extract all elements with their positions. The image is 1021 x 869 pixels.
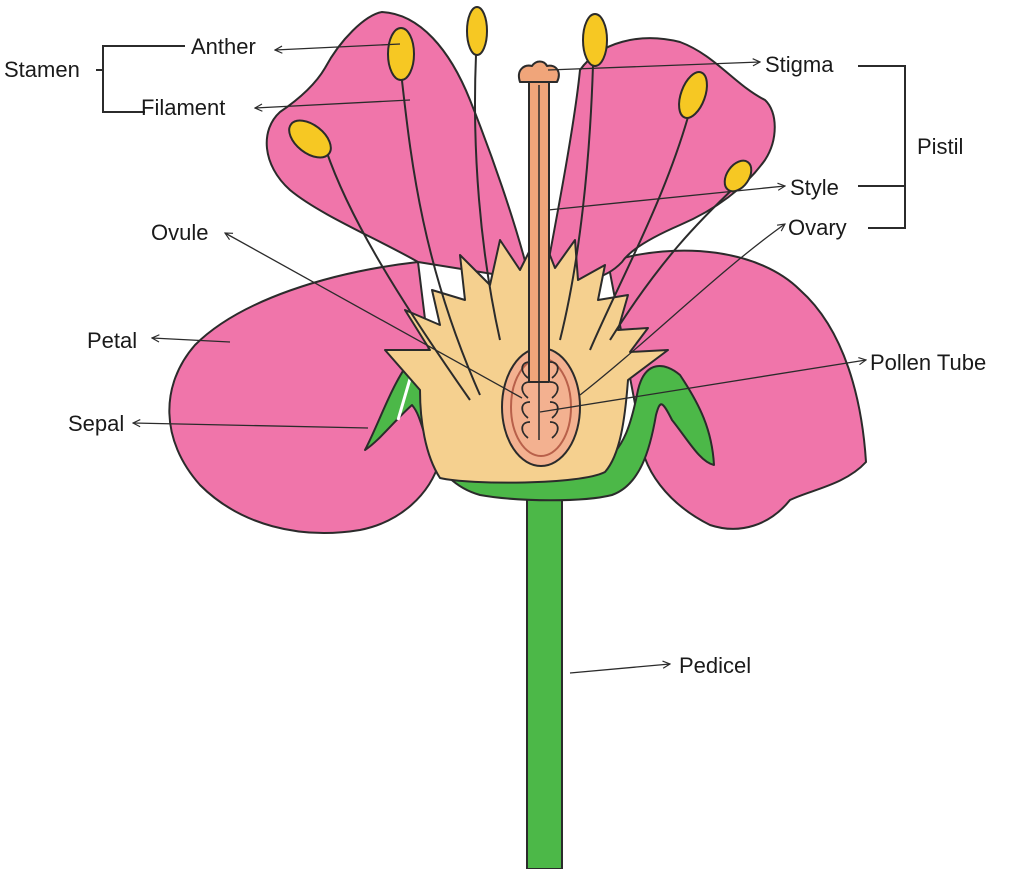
- anther-3: [467, 7, 487, 55]
- pollen-tube-label: Pollen Tube: [870, 350, 986, 375]
- stigma: [519, 62, 559, 83]
- pistil-bracket: [858, 66, 905, 228]
- petal-label: Petal: [87, 328, 137, 353]
- anther-4: [583, 14, 607, 66]
- pedicel-stalk: [527, 495, 562, 869]
- anther-label: Anther: [191, 34, 256, 59]
- right-upper-petal: [545, 38, 775, 282]
- ovary-label: Ovary: [788, 215, 847, 240]
- stigma-label: Stigma: [765, 52, 834, 77]
- pistil-label: Pistil: [917, 134, 963, 159]
- sepal-label: Sepal: [68, 411, 124, 436]
- style-label: Style: [790, 175, 839, 200]
- pedicel-leader: [570, 664, 670, 673]
- anther-1: [388, 28, 414, 80]
- pedicel-label: Pedicel: [679, 653, 751, 678]
- stamen-label: Stamen: [4, 57, 80, 82]
- ovule-label: Ovule: [151, 220, 208, 245]
- filament-label: Filament: [141, 95, 225, 120]
